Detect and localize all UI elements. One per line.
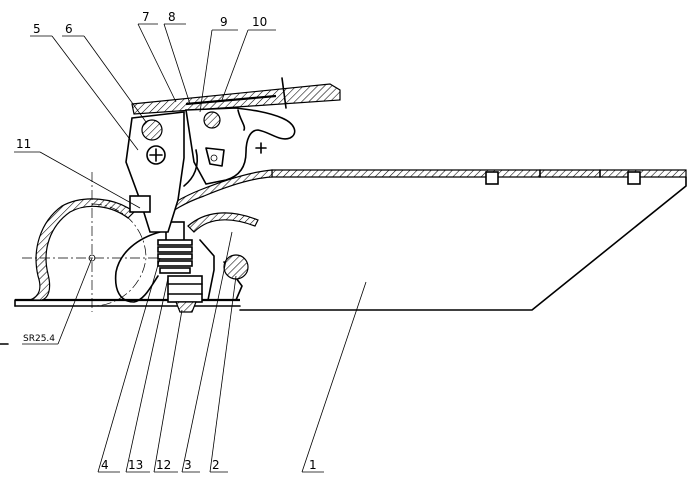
inner-shoe xyxy=(114,231,161,303)
callout-10: 10 xyxy=(252,15,267,29)
spherical-hook xyxy=(29,198,135,301)
callout-5: 5 xyxy=(33,22,41,36)
round-pin xyxy=(223,254,249,280)
centerlines xyxy=(22,172,162,312)
top-handle xyxy=(131,77,341,187)
callout-8: 8 xyxy=(168,10,176,24)
dimension-label: SR25.4 xyxy=(23,334,55,344)
callout-13: 13 xyxy=(128,458,143,472)
callout-12: 12 xyxy=(156,458,171,472)
plunger-assembly xyxy=(157,221,203,313)
callout-6: 6 xyxy=(65,22,73,36)
bracket xyxy=(187,212,259,301)
callout-2: 2 xyxy=(212,458,220,472)
callout-9: 9 xyxy=(220,15,228,29)
sphere-outline xyxy=(91,203,147,307)
callout-1: 1 xyxy=(309,458,317,472)
upper-pin xyxy=(141,119,163,141)
callout-11: 11 xyxy=(16,137,31,151)
callout-4: 4 xyxy=(101,458,109,472)
cam-pin xyxy=(203,111,221,129)
main-body xyxy=(157,169,687,311)
callouts: 5 6 7 8 9 10 11 SR25.4 4 13 xyxy=(0,10,367,473)
lever-arm xyxy=(125,111,185,233)
callout-7: 7 xyxy=(142,10,150,24)
callout-3: 3 xyxy=(184,458,192,472)
